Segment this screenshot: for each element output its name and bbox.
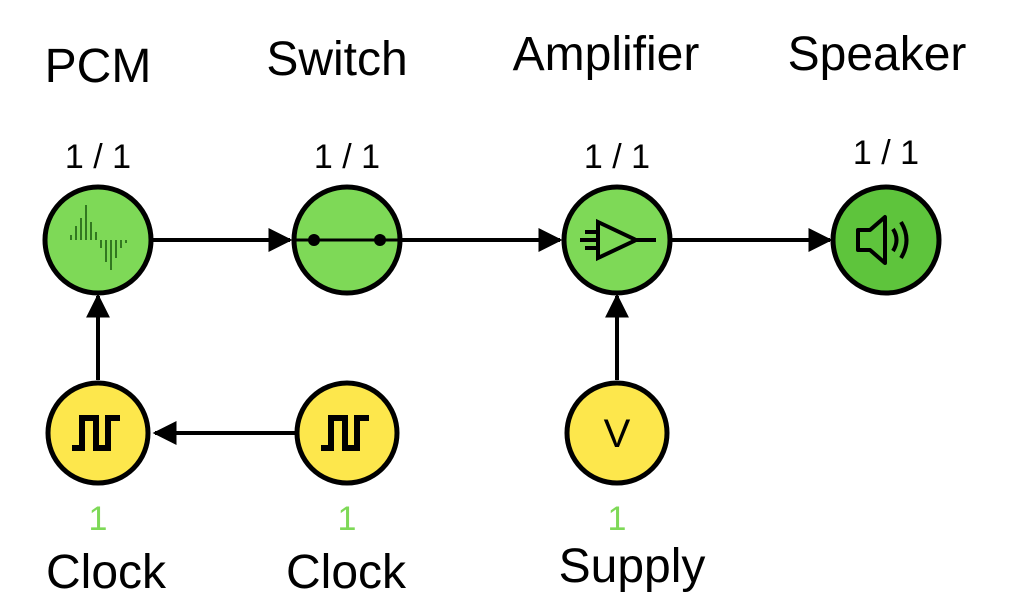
voltage-icon: V: [604, 412, 631, 456]
clock1-count: 1: [89, 500, 108, 538]
amplifier-node[interactable]: [561, 184, 673, 296]
supply-count: 1: [608, 500, 627, 538]
switch-title: Switch: [266, 33, 407, 86]
waveform-icon: [70, 205, 127, 270]
clock-node-2[interactable]: [294, 380, 400, 486]
speaker-title: Speaker: [788, 28, 967, 81]
amplifier-icon: [580, 218, 656, 262]
clock-node-1[interactable]: [45, 380, 151, 486]
supply-node[interactable]: V: [564, 380, 670, 486]
speaker-ratio: 1 / 1: [853, 134, 919, 172]
switch-ratio: 1 / 1: [314, 138, 380, 176]
amplifier-ratio: 1 / 1: [584, 138, 650, 176]
switch-icon: [296, 234, 398, 246]
supply-title: Supply: [559, 540, 706, 593]
square-wave-icon: [72, 415, 120, 451]
square-wave-icon: [321, 415, 369, 451]
clock2-count: 1: [338, 500, 357, 538]
amplifier-title: Amplifier: [513, 28, 700, 81]
switch-node[interactable]: [291, 184, 403, 296]
clock2-title: Clock: [286, 546, 407, 599]
pcm-node[interactable]: [42, 184, 154, 296]
speaker-icon: [856, 215, 909, 265]
clock1-title: Clock: [46, 546, 167, 599]
pcm-ratio: 1 / 1: [65, 138, 131, 176]
speaker-node[interactable]: [830, 184, 942, 296]
pcm-title: PCM: [45, 40, 152, 93]
